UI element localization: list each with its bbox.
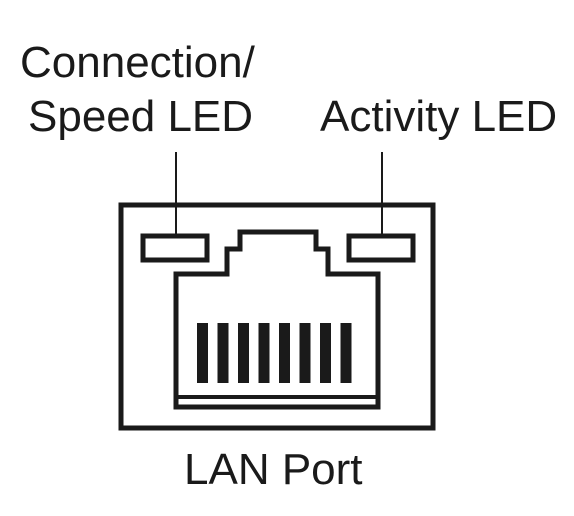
contact-pin bbox=[299, 323, 311, 383]
contact-pin bbox=[217, 323, 229, 383]
contact-pins bbox=[197, 323, 352, 383]
port-housing bbox=[118, 202, 436, 431]
contact-pin bbox=[320, 323, 331, 383]
contact-pin bbox=[340, 323, 352, 383]
contact-pin bbox=[238, 323, 249, 383]
rj45-socket-outline bbox=[173, 229, 381, 410]
contact-pin bbox=[279, 323, 290, 383]
activity-led-label: Activity LED bbox=[320, 92, 557, 141]
connection-speed-led-label-line1: Connection/ bbox=[20, 38, 256, 87]
activity-led-indicator bbox=[346, 233, 416, 263]
contact-pin bbox=[258, 323, 270, 383]
connection-speed-led-label-line2: Speed LED bbox=[28, 92, 253, 141]
connection-speed-led-indicator bbox=[140, 233, 210, 263]
contact-pin bbox=[197, 323, 208, 383]
lan-port-label: LAN Port bbox=[184, 445, 363, 494]
